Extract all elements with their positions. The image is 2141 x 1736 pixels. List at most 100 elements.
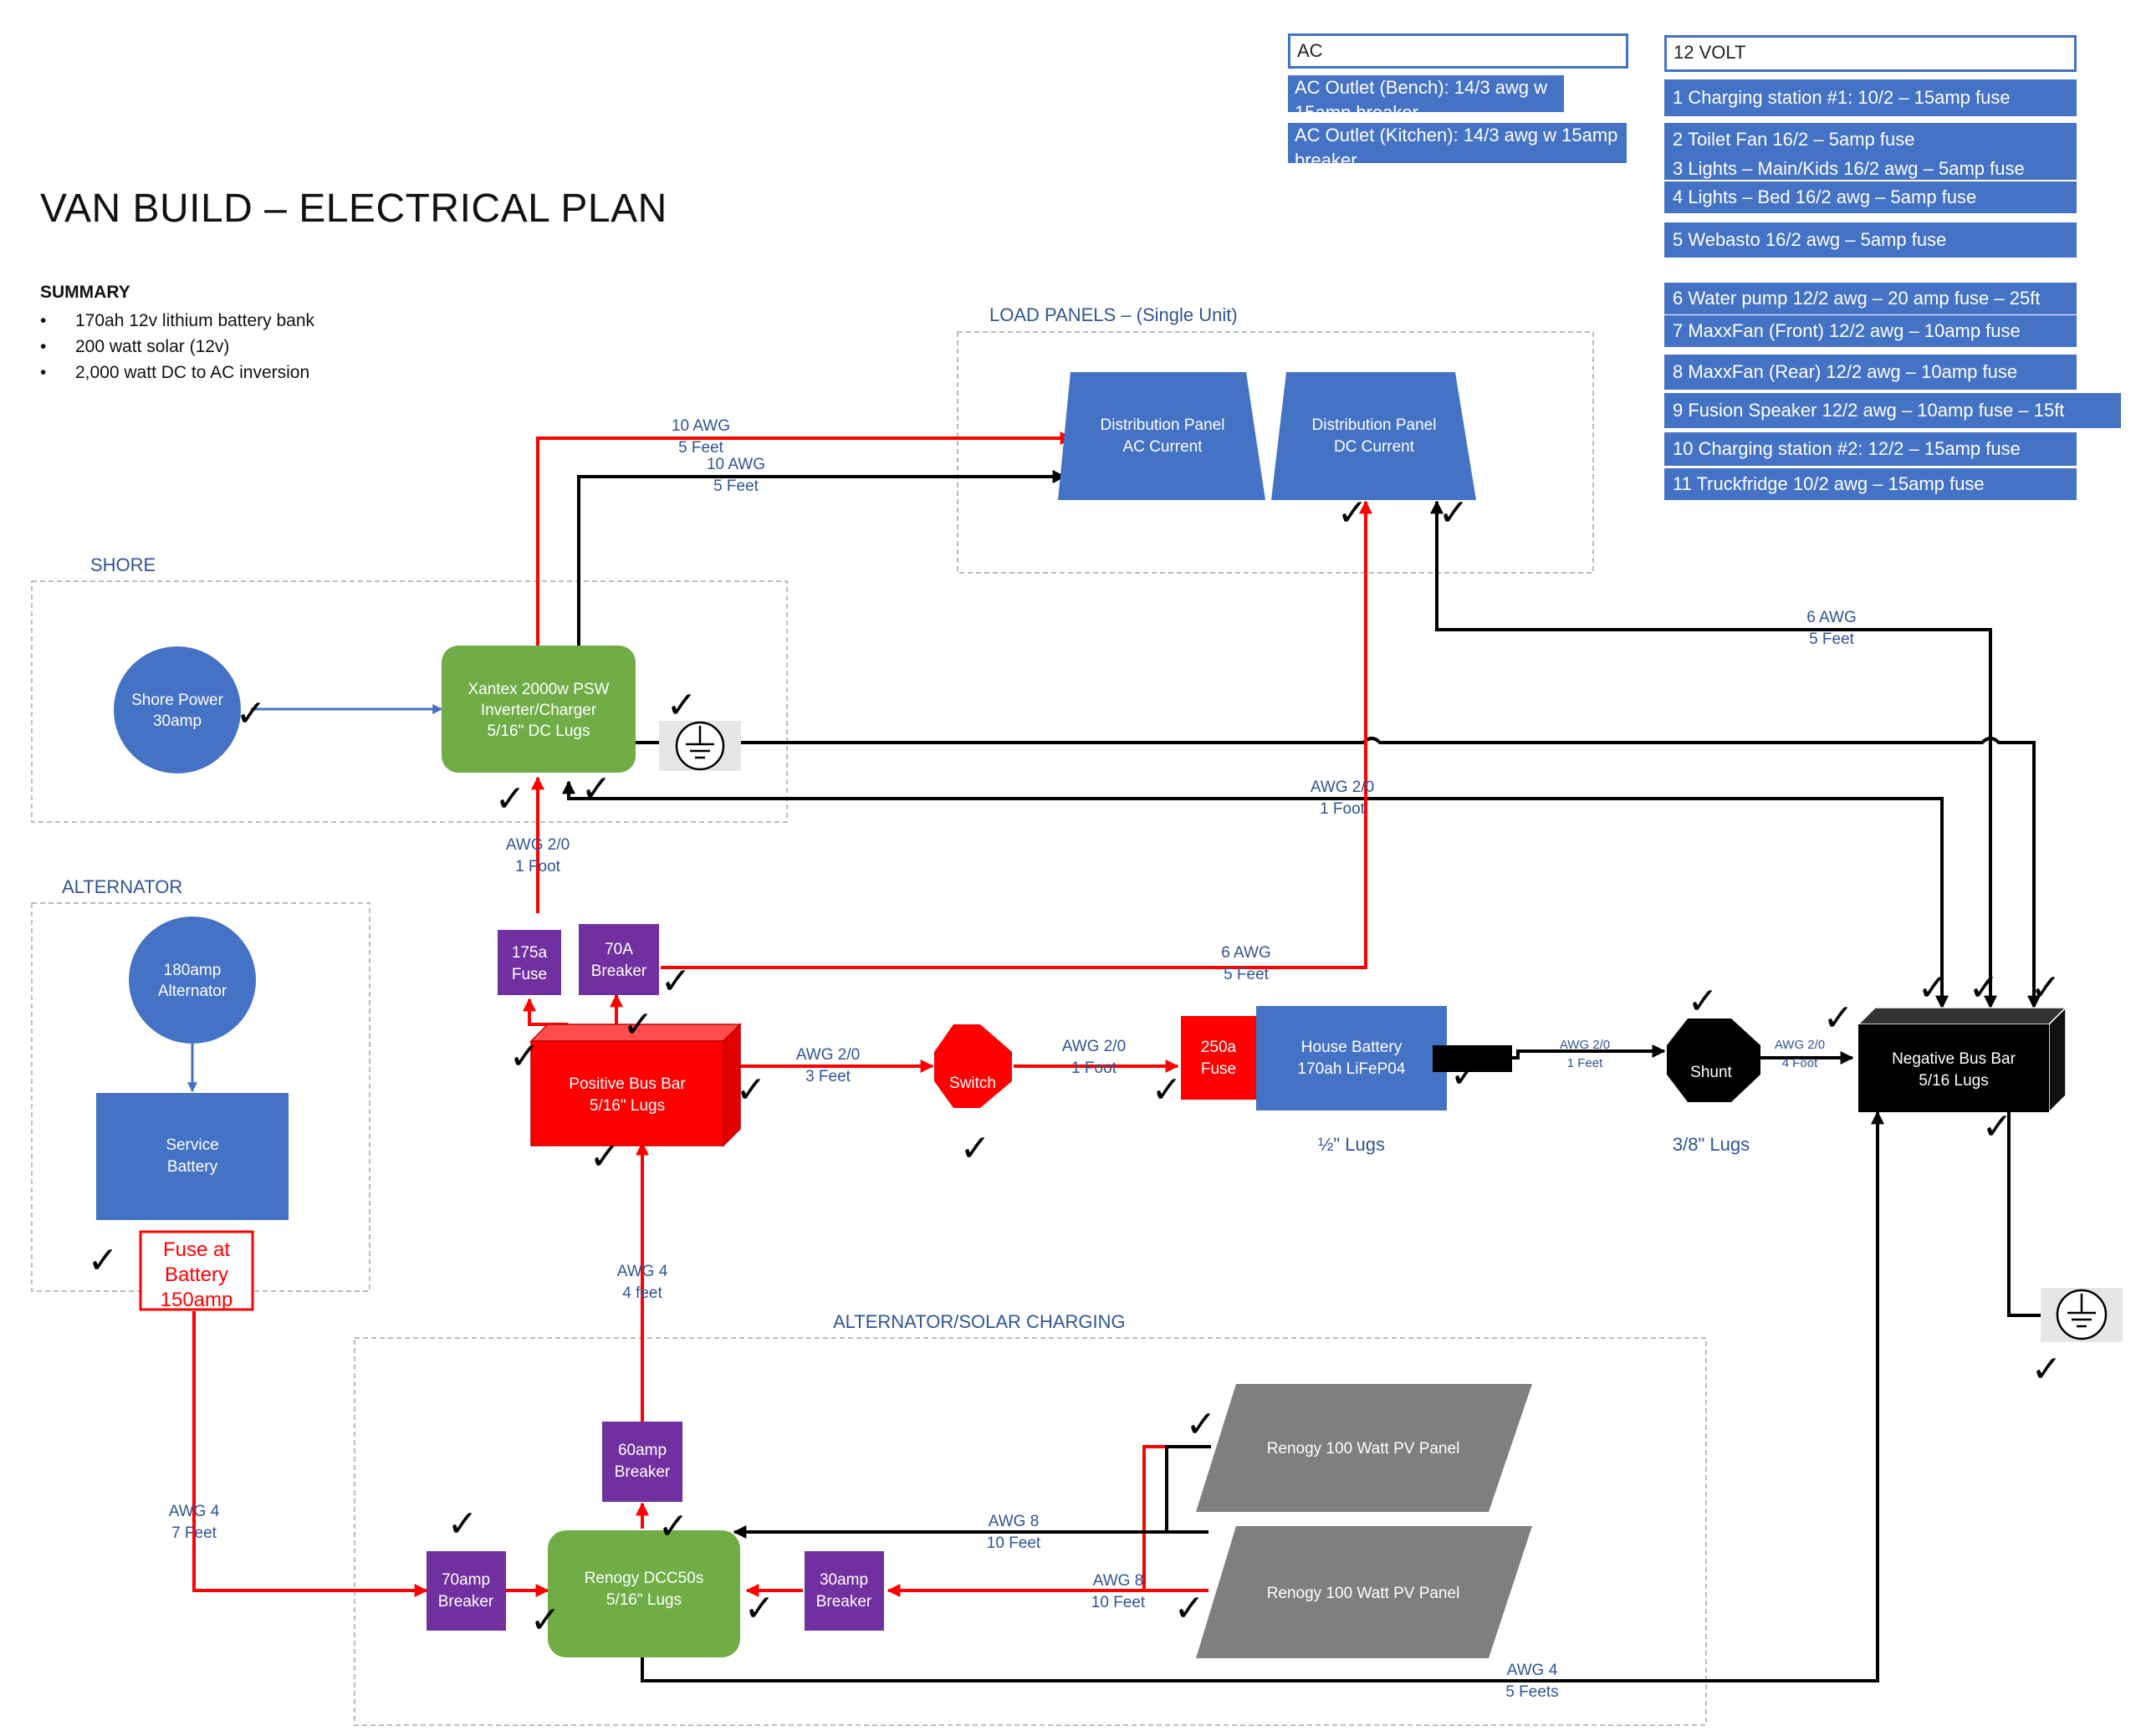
wire-label: 6 AWG	[1806, 609, 1856, 626]
fuse-at-battery-node: Fuse at Battery 150amp	[139, 1230, 254, 1311]
wire-dcc-neg	[641, 1111, 1884, 1682]
check-icon: ✓	[2031, 1349, 2062, 1390]
svg-text:Fuse: Fuse	[1201, 1060, 1236, 1078]
svg-text:Distribution Panel: Distribution Panel	[1101, 416, 1225, 434]
dc-legend-item: 10 Charging station #2: 12/2 – 15amp fus…	[1664, 432, 2077, 466]
dc-legend-item: 5 Webasto 16/2 awg – 5amp fuse	[1664, 222, 2077, 258]
wire-label: AWG 4	[1507, 1662, 1558, 1679]
svg-text:5/16 Lugs: 5/16 Lugs	[1919, 1072, 1988, 1090]
summary-item: 200 watt solar (12v)	[40, 334, 314, 360]
svg-text:Fuse: Fuse	[512, 966, 547, 983]
alternator-label: ALTERNATOR	[62, 876, 182, 897]
wire-label: AWG 8	[989, 1513, 1040, 1530]
summary-item: 2,000 watt DC to AC inversion	[40, 360, 314, 385]
dc-legend-header: 12 VOLT	[1664, 35, 2077, 72]
wire-labels: 10 AWG 5 Feet 10 AWG 5 Feet 6 AWG 5 Feet…	[169, 417, 1857, 1701]
wire-label: AWG 8	[1093, 1572, 1144, 1590]
wire-label: 10 AWG	[672, 417, 730, 435]
svg-text:Negative Bus Bar: Negative Bus Bar	[1892, 1050, 2016, 1068]
charging-label: ALTERNATOR/SOLAR CHARGING	[833, 1311, 1126, 1332]
wire-label: 6 AWG	[1221, 944, 1270, 962]
check-icon: ✓	[623, 1004, 654, 1045]
ground-icon	[2041, 1288, 2123, 1342]
wire-pv-breaker-pos	[1142, 1445, 1211, 1592]
load-panels-label: LOAD PANELS – (Single Unit)	[989, 304, 1238, 325]
svg-text:70amp: 70amp	[442, 1571, 490, 1589]
check-icon: ✓	[1186, 1404, 1217, 1445]
svg-text:5/16" DC Lugs: 5/16" DC Lugs	[488, 722, 590, 740]
wire-inverter-ac-neg	[577, 470, 1066, 648]
distribution-panel-dc: Distribution Panel DC Current	[1271, 372, 1476, 500]
wire-label: 1 Feet	[1567, 1056, 1603, 1070]
svg-text:Renogy 100 Watt PV Panel: Renogy 100 Watt PV Panel	[1267, 1585, 1460, 1602]
check-icon: ✓	[581, 768, 612, 809]
svg-text:Alternator: Alternator	[158, 983, 227, 1000]
svg-text:Breaker: Breaker	[816, 1593, 872, 1611]
shunt-lugs-label: 3/8" Lugs	[1673, 1134, 1750, 1155]
pv-panel-node: Renogy 100 Watt PV Panel	[1196, 1526, 1532, 1658]
check-icon: ✓	[509, 1036, 540, 1077]
wire-label: 5 Feet	[678, 439, 724, 457]
wire-label: 1 Foot	[1071, 1059, 1117, 1077]
dc-legend-item: 11 Truckfridge 10/2 awg – 15amp fuse	[1664, 468, 2077, 500]
distribution-panel-ac: Distribution Panel AC Current	[1058, 372, 1265, 500]
check-icon: ✓	[658, 1506, 689, 1547]
check-icon: ✓	[661, 961, 692, 1002]
check-icon: ✓	[530, 1600, 561, 1641]
wire-label: 10 AWG	[707, 456, 765, 473]
svg-text:Distribution Panel: Distribution Panel	[1312, 416, 1437, 434]
shore-power-node: Shore Power 30amp	[114, 646, 241, 774]
svg-text:Renogy 100 Watt PV Panel: Renogy 100 Watt PV Panel	[1267, 1440, 1460, 1458]
svg-text:5/16" Lugs: 5/16" Lugs	[606, 1591, 682, 1609]
check-icon: ✓	[1337, 493, 1368, 534]
fuse-175a-node: 175a Fuse	[498, 930, 561, 995]
check-icon: ✓	[1918, 968, 1949, 1008]
wire-label: 4 Foot	[1782, 1056, 1818, 1070]
service-battery-node: Service Battery	[96, 1093, 289, 1220]
ac-legend-item: AC Outlet (Kitchen): 14/3 awg w 15amp br…	[1288, 123, 1627, 163]
summary-list: 170ah 12v lithium battery bank 200 watt …	[40, 308, 314, 385]
svg-text:60amp: 60amp	[618, 1442, 667, 1459]
svg-text:170ah LiFeP04: 170ah LiFeP04	[1298, 1060, 1406, 1078]
svg-text:Shore Power: Shore Power	[131, 692, 224, 709]
dc-legend-item: 4 Lights – Bed 16/2 awg – 5amp fuse	[1664, 181, 2077, 213]
wire-dc-dist-neg	[1430, 500, 1997, 1009]
svg-text:Service: Service	[166, 1136, 218, 1154]
svg-text:175a: 175a	[512, 944, 548, 962]
wire-label: AWG 2/0	[796, 1046, 860, 1064]
svg-text:150amp: 150amp	[161, 1289, 233, 1311]
wire-label: AWG 2/0	[1775, 1038, 1825, 1052]
svg-text:30amp: 30amp	[153, 712, 202, 730]
check-icon: ✓	[590, 1136, 621, 1177]
check-icon: ✓	[667, 685, 697, 726]
wire-label: 3 Feet	[805, 1068, 851, 1085]
wire-label: 1 Foot	[1320, 800, 1366, 818]
svg-text:Renogy DCC50s: Renogy DCC50s	[585, 1570, 704, 1587]
svg-text:Battery: Battery	[165, 1264, 228, 1286]
fuse-250a-node: 250a Fuse	[1181, 1016, 1256, 1100]
switch-node: Switch	[934, 1024, 1012, 1108]
svg-text:30amp: 30amp	[820, 1571, 868, 1589]
svg-text:Positive Bus Bar: Positive Bus Bar	[569, 1075, 686, 1093]
check-icon: ✓	[1450, 1054, 1481, 1095]
breaker-60amp-node: 60amp Breaker	[602, 1422, 682, 1502]
inverter-node: Xantex 2000w PSW Inverter/Charger 5/16" …	[442, 646, 636, 773]
ground-icon	[659, 721, 741, 771]
check-marks: ✓ ✓ ✓ ✓ ✓ ✓ ✓ ✓ ✓ ✓ ✓ ✓ ✓ ✓ ✓ ✓ ✓ ✓ ✓ ✓ …	[88, 493, 2062, 1641]
svg-text:250a: 250a	[1201, 1039, 1237, 1056]
check-icon: ✓	[2031, 968, 2062, 1008]
wire-pv-dcc-neg	[733, 1445, 1211, 1539]
wire-label: 10 Feet	[1091, 1594, 1146, 1611]
wire-label: 5 Feets	[1505, 1683, 1558, 1701]
wire-label: AWG 2/0	[1311, 779, 1374, 796]
breaker-30amp-node: 30amp Breaker	[805, 1551, 884, 1631]
house-battery-node: House Battery 170ah LiFeP04 ½" Lugs	[1256, 1006, 1512, 1155]
dc-legend-item: 8 MaxxFan (Rear) 12/2 awg – 10amp fuse	[1664, 355, 2077, 390]
check-icon: ✓	[447, 1504, 478, 1545]
dc-legend-item: 3 Lights – Main/Kids 16/2 awg – 5amp fus…	[1664, 156, 2077, 180]
check-icon: ✓	[1982, 1106, 2013, 1147]
alternator-node: 180amp Alternator	[129, 917, 256, 1044]
wire-label: 5 Feet	[1224, 966, 1270, 983]
wire-label: 10 Feet	[987, 1534, 1041, 1552]
